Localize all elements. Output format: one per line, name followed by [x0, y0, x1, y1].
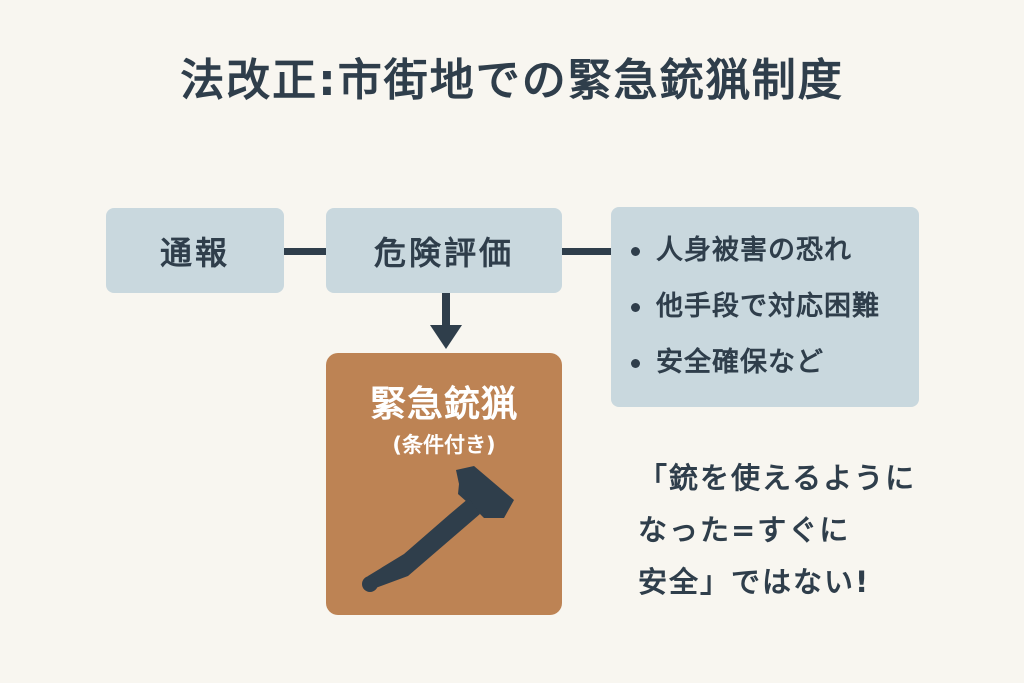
action-label: 緊急銃猟 [369, 384, 518, 425]
condition-text: 人身被害の恐れ [656, 235, 852, 266]
note-line: 「銃を使えるように [638, 461, 917, 495]
connector-line [562, 248, 611, 255]
conditions-box: 人身被害の恐れ 他手段で対応困難 安全確保など [611, 207, 919, 407]
condition-item: 安全確保など [631, 341, 919, 397]
page-title: 法改正:市街地での緊急銃猟制度 [180, 55, 844, 106]
note-line: 安全」ではない! [638, 565, 871, 599]
condition-item: 他手段で対応困難 [631, 285, 919, 341]
bullet-icon [631, 303, 640, 312]
arrow-down-icon [430, 293, 462, 349]
step-report: 通報 [106, 208, 284, 293]
bullet-icon [631, 247, 640, 256]
hammer-icon [362, 466, 514, 592]
condition-text: 安全確保など [656, 347, 824, 378]
condition-text: 他手段で対応困難 [656, 291, 880, 322]
condition-item: 人身被害の恐れ [631, 229, 919, 285]
step-risk-assessment: 危険評価 [326, 208, 562, 293]
action-sub-label: (条件付き) [392, 433, 496, 457]
emergency-shooting-box: 緊急銃猟 (条件付き) [326, 353, 562, 615]
note-line: なった=すぐに [638, 513, 851, 547]
connector-line [284, 248, 326, 255]
bullet-icon [631, 359, 640, 368]
warning-note: 「銃を使えるように なった=すぐに 安全」ではない! [638, 452, 916, 608]
